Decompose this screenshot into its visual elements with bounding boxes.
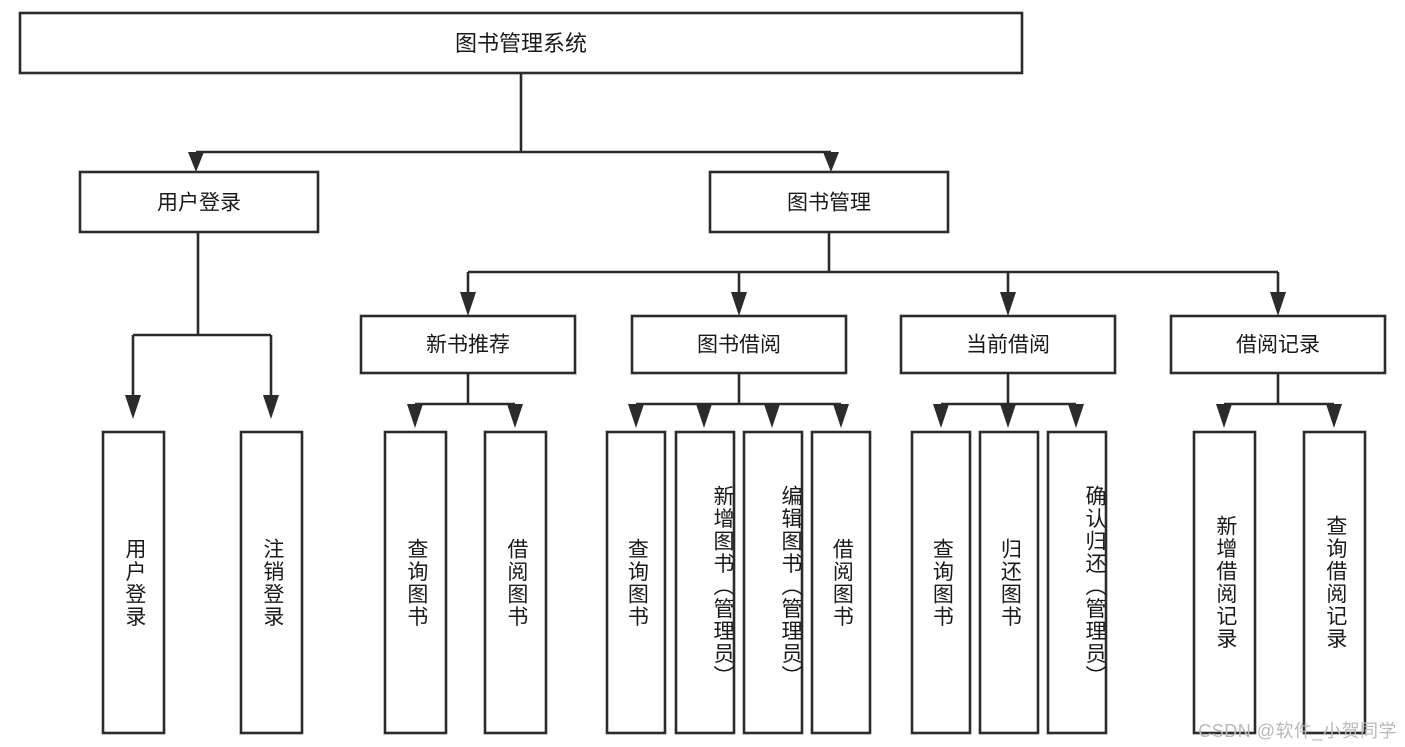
- node-leaf-edit-book-box[interactable]: [742, 430, 804, 735]
- arrowhead-book-manage: [823, 152, 839, 172]
- arrowhead-new-book-rec: [460, 292, 476, 316]
- watermark-text: CSDN @软件_小贺同学: [1198, 721, 1397, 741]
- arrowhead-book-borrow: [731, 292, 747, 316]
- node-leaf-query-book-3-box[interactable]: [910, 430, 972, 735]
- node-user-login[interactable]: 用户登录: [78, 170, 320, 234]
- arrowhead-leaf-borrow-book-2: [833, 404, 849, 428]
- arrowhead-user-login: [188, 152, 204, 172]
- node-leaf-query-book-2-box[interactable]: [605, 430, 667, 735]
- node-borrow-record-label: 借阅记录: [1236, 334, 1320, 357]
- arrowhead-leaf-user-login: [125, 395, 141, 419]
- node-leaf-confirm-return-box[interactable]: [1046, 430, 1108, 735]
- node-leaf-logout-box[interactable]: [239, 430, 304, 735]
- node-borrow-record[interactable]: 借阅记录: [1169, 314, 1387, 375]
- node-book-borrow-box[interactable]: [630, 314, 848, 375]
- arrowhead-leaf-query-book-2: [628, 404, 644, 428]
- arrowhead-leaf-query-record: [1326, 404, 1342, 428]
- arrowhead-leaf-add-book: [696, 404, 712, 428]
- arrowhead-leaf-add-record: [1216, 404, 1232, 428]
- connectors: [125, 73, 1342, 428]
- node-new-book-rec[interactable]: 新书推荐: [359, 314, 577, 375]
- node-book-borrow[interactable]: 图书借阅: [630, 314, 848, 375]
- node-book-manage-box[interactable]: [708, 170, 950, 234]
- node-user-login-label: 用户登录: [157, 192, 241, 215]
- arrowhead-leaf-query-book-3: [933, 404, 949, 428]
- arrowhead-leaf-confirm-return: [1068, 404, 1084, 428]
- node-new-book-rec-label: 新书推荐: [426, 334, 510, 357]
- node-leaf-add-book-box[interactable]: [674, 430, 736, 735]
- node-current-borrow-label: 当前借阅: [966, 334, 1050, 357]
- node-root[interactable]: 图书管理系统: [18, 11, 1024, 75]
- node-user-login-box[interactable]: [78, 170, 320, 234]
- node-current-borrow-box[interactable]: [899, 314, 1117, 375]
- arrowhead-current-borrow: [1000, 292, 1016, 316]
- arrowhead-leaf-borrow-book-1: [507, 404, 523, 428]
- arrowhead-leaf-logout: [263, 395, 279, 419]
- node-root-label: 图书管理系统: [455, 31, 587, 56]
- node-root-box[interactable]: [18, 11, 1024, 75]
- node-borrow-record-box[interactable]: [1169, 314, 1387, 375]
- node-book-manage[interactable]: 图书管理: [708, 170, 950, 234]
- node-leaf-return-book-box[interactable]: [978, 430, 1040, 735]
- node-leaf-query-record-box[interactable]: [1302, 430, 1367, 735]
- nodes: 图书管理系统 用户登录 图书管理 新书推荐 图书借阅: [18, 11, 1387, 735]
- arrowhead-leaf-return-book: [1000, 404, 1016, 428]
- node-current-borrow[interactable]: 当前借阅: [899, 314, 1117, 375]
- node-leaf-query-book-1-box[interactable]: [383, 430, 448, 735]
- arrowhead-leaf-query-book-1: [407, 404, 423, 428]
- arrowhead-leaf-edit-book: [764, 404, 780, 428]
- node-new-book-rec-box[interactable]: [359, 314, 577, 375]
- node-leaf-add-record-box[interactable]: [1192, 430, 1257, 735]
- node-book-borrow-label: 图书借阅: [697, 334, 781, 357]
- node-leaf-user-login-box[interactable]: [101, 430, 166, 735]
- node-leaf-borrow-book-1-box[interactable]: [483, 430, 548, 735]
- node-book-manage-label: 图书管理: [787, 192, 871, 215]
- arrowhead-borrow-record: [1270, 292, 1286, 316]
- node-leaf-borrow-book-2-box[interactable]: [810, 430, 872, 735]
